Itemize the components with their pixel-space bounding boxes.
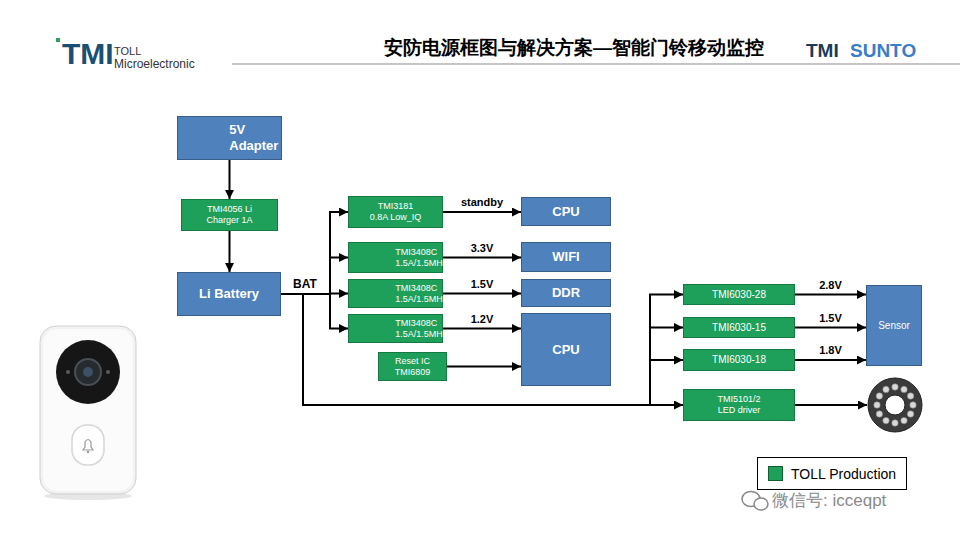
voltage-label: 1.2V [469, 313, 496, 326]
led [910, 402, 916, 408]
box-text: DDR [552, 285, 580, 301]
component-box: Li Battery [177, 272, 281, 316]
box-text: WIFI [552, 249, 579, 265]
box-text: 5V Adapter [229, 122, 230, 154]
led [892, 384, 898, 390]
led-wire [795, 404, 867, 406]
power-connector [795, 294, 866, 296]
logo-text: SUNTO [850, 39, 916, 62]
box-text: TMI3408C 1.5A/1.5MHz [395, 318, 396, 340]
voltage-label: 1.5V [469, 278, 496, 291]
box-text: TMI3181 0.8A Low_IQ [369, 201, 421, 223]
regulator-box: TMI3408C 1.5A/1.5MHz [348, 242, 443, 273]
voltage-label: standby [459, 196, 505, 209]
component-box: 5V Adapter [177, 116, 282, 160]
camera-housing [56, 340, 120, 404]
power-connector [281, 294, 683, 405]
bell-icon [83, 440, 93, 451]
power-connector [795, 359, 866, 361]
regulator-box: TMI3181 0.8A Low_IQ [348, 196, 443, 228]
led [876, 411, 882, 417]
ir-sensor [106, 370, 110, 374]
legend-text: TOLL Production [791, 465, 896, 483]
watermark: 微信号: icceqpt [772, 491, 886, 511]
box-text: CPU [552, 204, 579, 220]
component-box: Sensor [866, 285, 922, 366]
bus-label: BAT [293, 277, 317, 291]
led [883, 386, 889, 392]
box-text: Reset IC TMI6809 [395, 356, 431, 378]
power-connector [795, 327, 866, 329]
led [874, 402, 880, 408]
regulator-box: TMI6030-15 [683, 317, 795, 338]
led-dots [874, 384, 916, 426]
regulator-box: TMI3408C 1.5A/1.5MHz [348, 279, 443, 308]
power-connector [281, 294, 683, 405]
power-connector [443, 211, 521, 213]
voltage-label: 2.8V [817, 279, 844, 292]
led [907, 393, 913, 399]
box-text: TMI4056 Li Charger 1A [206, 204, 253, 226]
led [876, 393, 882, 399]
led [883, 417, 889, 423]
power-connector [443, 328, 521, 330]
power-connector [281, 294, 683, 405]
legend-entry: TOLL Production [768, 465, 896, 483]
regulator-box: TMI3408C 1.5A/1.5MHz [348, 314, 443, 343]
power-connector [447, 366, 521, 368]
box-text: TMI5101/2 LED driver [718, 394, 761, 416]
voltage-label: 1.8V [817, 344, 844, 357]
box-text: Li Battery [199, 286, 259, 302]
component-box: DDR [521, 279, 611, 307]
box-text: CPU [552, 342, 579, 358]
led [901, 386, 907, 392]
power-connector [281, 212, 348, 294]
power-connector [229, 231, 231, 272]
power-connector [281, 294, 348, 329]
led-ring-hole [885, 395, 905, 415]
header-rule [232, 64, 960, 65]
voltage-label: 1.5V [817, 312, 844, 325]
regulator-box: TMI5101/2 LED driver [683, 389, 795, 421]
power-connector [281, 294, 683, 405]
doorbell-face [43, 329, 133, 491]
camera-glass [83, 367, 93, 377]
logo-accent [56, 38, 60, 42]
logo-text: TMI [806, 39, 839, 62]
box-text: TMI6030-18 [712, 354, 766, 366]
component-box: CPU [521, 197, 611, 226]
component-box: CPU [521, 313, 611, 386]
logo-text: TMI [62, 36, 114, 72]
power-connector [443, 257, 521, 259]
legend: TOLL Production [757, 457, 907, 490]
wechat-icon [754, 498, 768, 510]
bell-icon [87, 451, 90, 454]
led [892, 420, 898, 426]
regulator-box: Reset IC TMI6809 [378, 352, 447, 381]
box-text: TMI6030-28 [712, 289, 766, 301]
component-box: WIFI [521, 242, 611, 272]
power-connector [281, 258, 348, 295]
box-text: TMI6030-15 [712, 322, 766, 334]
box-text: Sensor [878, 320, 910, 332]
led [901, 417, 907, 423]
ir-sensor [66, 370, 70, 374]
box-text: TMI3408C 1.5A/1.5MHz [395, 283, 396, 305]
regulator-box: TMI6030-28 [683, 284, 795, 305]
logo-text: Microelectronic [114, 57, 195, 71]
legend-swatch [768, 466, 783, 481]
voltage-label: 3.3V [469, 242, 496, 255]
regulator-box: TMI6030-18 [683, 349, 795, 371]
power-connector [443, 293, 521, 295]
camera-lens [75, 359, 101, 385]
doorbell-body [40, 326, 136, 494]
bell-button [72, 425, 104, 465]
power-connector [229, 160, 231, 199]
logo-text: TOLL [114, 45, 141, 58]
slide-title: 安防电源框图与解决方案—智能门铃移动监控 [384, 36, 764, 60]
box-text: TMI3408C 1.5A/1.5MHz [395, 247, 396, 269]
led [907, 411, 913, 417]
led-ring [868, 378, 922, 432]
regulator-box: TMI4056 Li Charger 1A [181, 199, 278, 231]
